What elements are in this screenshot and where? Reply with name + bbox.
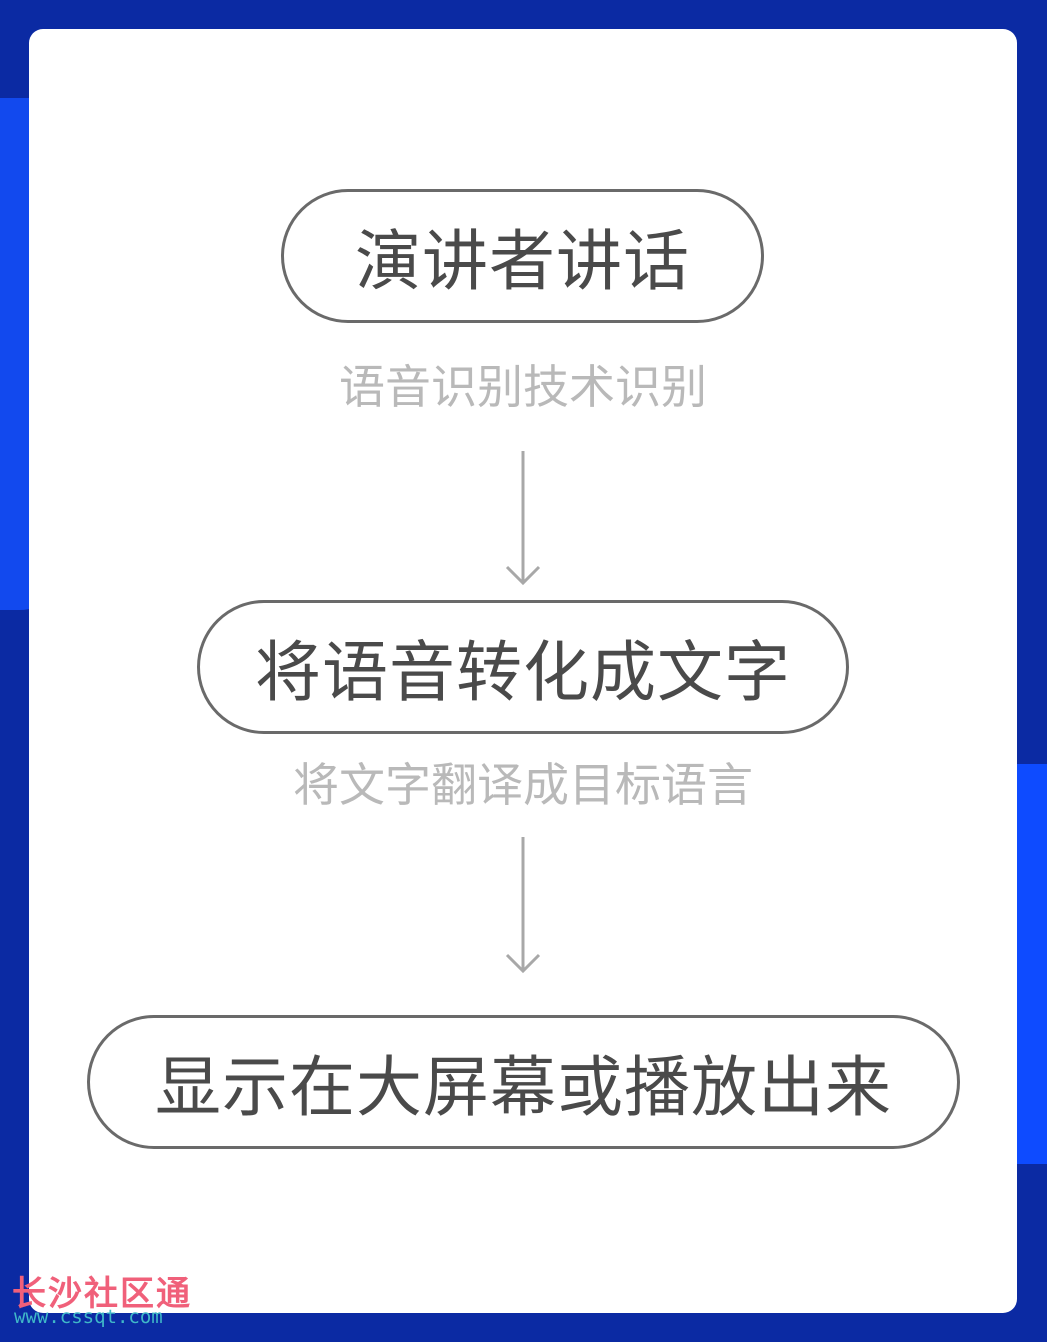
- flow-step-label: 演讲者讲话: [355, 223, 690, 300]
- down-arrow-icon: [505, 837, 541, 974]
- flow-step-display-or-play: 显示在大屏幕或播放出来: [87, 1015, 960, 1149]
- flow-step-speech-to-text: 将语音转化成文字: [197, 600, 849, 734]
- flow-step-label: 将语音转化成文字: [255, 634, 791, 711]
- flow-step-speaker-talks: 演讲者讲话: [281, 189, 764, 323]
- watermark-title: 长沙社区通: [12, 1274, 192, 1314]
- down-arrow-icon: [505, 451, 541, 586]
- watermark-url: www.cssqt.com: [14, 1306, 163, 1328]
- watermark: 长沙社区通 www.cssqt.com: [12, 1266, 232, 1330]
- flow-transition-label: 将文字翻译成目标语言: [293, 758, 753, 812]
- flow-transition-label: 语音识别技术识别: [339, 360, 707, 414]
- flow-diagram-card: 演讲者讲话 语音识别技术识别 将语音转化成文字 将文字翻译成目标语言 显示在大屏…: [29, 29, 1017, 1313]
- flow-step-label: 显示在大屏幕或播放出来: [155, 1049, 892, 1126]
